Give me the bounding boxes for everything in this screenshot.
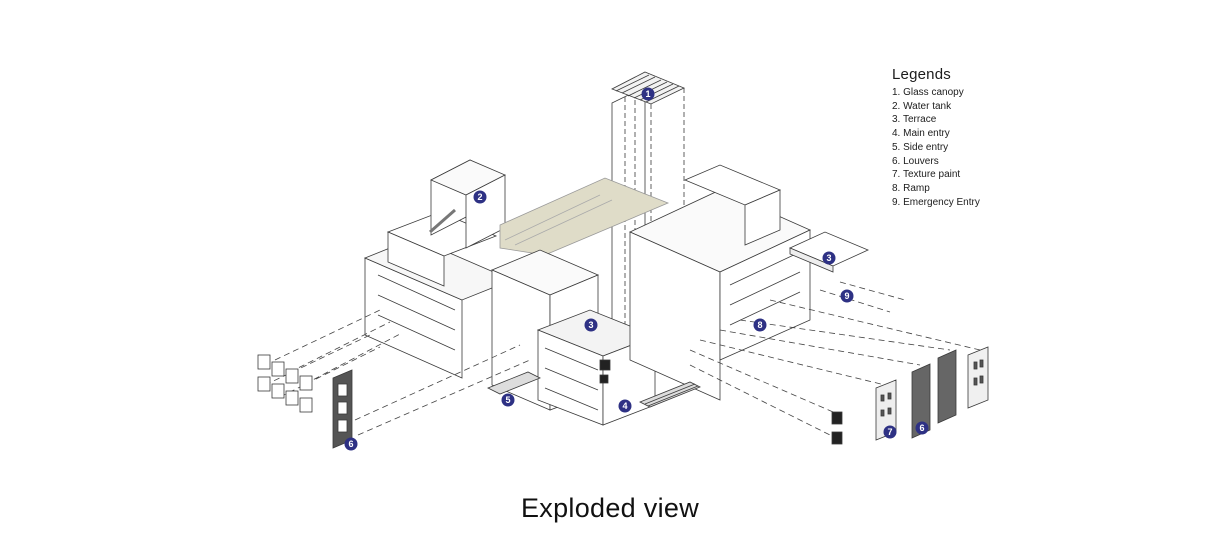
legend: Legends 1. Glass canopy 2. Water tank 3.…: [892, 66, 980, 209]
legend-item: 5. Side entry: [892, 141, 949, 153]
svg-text:5: 5: [505, 395, 510, 405]
svg-text:4: 4: [622, 401, 627, 411]
legend-item: 1. Glass canopy: [892, 87, 964, 98]
svg-text:6: 6: [348, 439, 353, 449]
svg-text:3: 3: [826, 253, 831, 263]
explosion-guides: [264, 281, 981, 441]
legend-item: 9. Emergency Entry: [892, 196, 980, 208]
legend-item: 6. Louvers: [892, 155, 939, 167]
svg-text:8: 8: [757, 320, 762, 330]
marker-4: 4: [618, 399, 632, 413]
legend-item: 7. Texture paint: [892, 169, 961, 181]
svg-text:7: 7: [887, 427, 892, 437]
marker-7: 7: [883, 425, 897, 439]
marker-3-front: 3: [584, 318, 598, 332]
diagram-caption: Exploded view: [520, 493, 699, 523]
marker-6-left: 6: [344, 437, 358, 451]
legend-list: 1. Glass canopy 2. Water tank 3. Terrace…: [892, 86, 980, 209]
svg-text:6: 6: [919, 423, 924, 433]
legend-item: 2. Water tank: [892, 100, 952, 112]
marker-5: 5: [501, 393, 515, 407]
marker-2: 2: [473, 190, 487, 204]
legend-title: Legends: [892, 66, 951, 83]
marker-3-right: 3: [822, 251, 836, 265]
svg-text:3: 3: [588, 320, 593, 330]
marker-9: 9: [840, 289, 854, 303]
marker-8: 8: [753, 318, 767, 332]
marker-6-right: 6: [915, 421, 929, 435]
window-units: [257, 354, 313, 413]
marker-1: 1: [641, 87, 655, 101]
svg-text:9: 9: [844, 291, 849, 301]
facade-panels-right: [831, 346, 989, 445]
louver-panel-left: [332, 369, 353, 449]
legend-item: 8. Ramp: [892, 182, 930, 194]
main-building: [363, 159, 869, 426]
legend-item: 4. Main entry: [892, 128, 950, 140]
svg-text:1: 1: [645, 89, 650, 99]
svg-text:2: 2: [477, 192, 482, 202]
legend-item: 3. Terrace: [892, 114, 937, 126]
